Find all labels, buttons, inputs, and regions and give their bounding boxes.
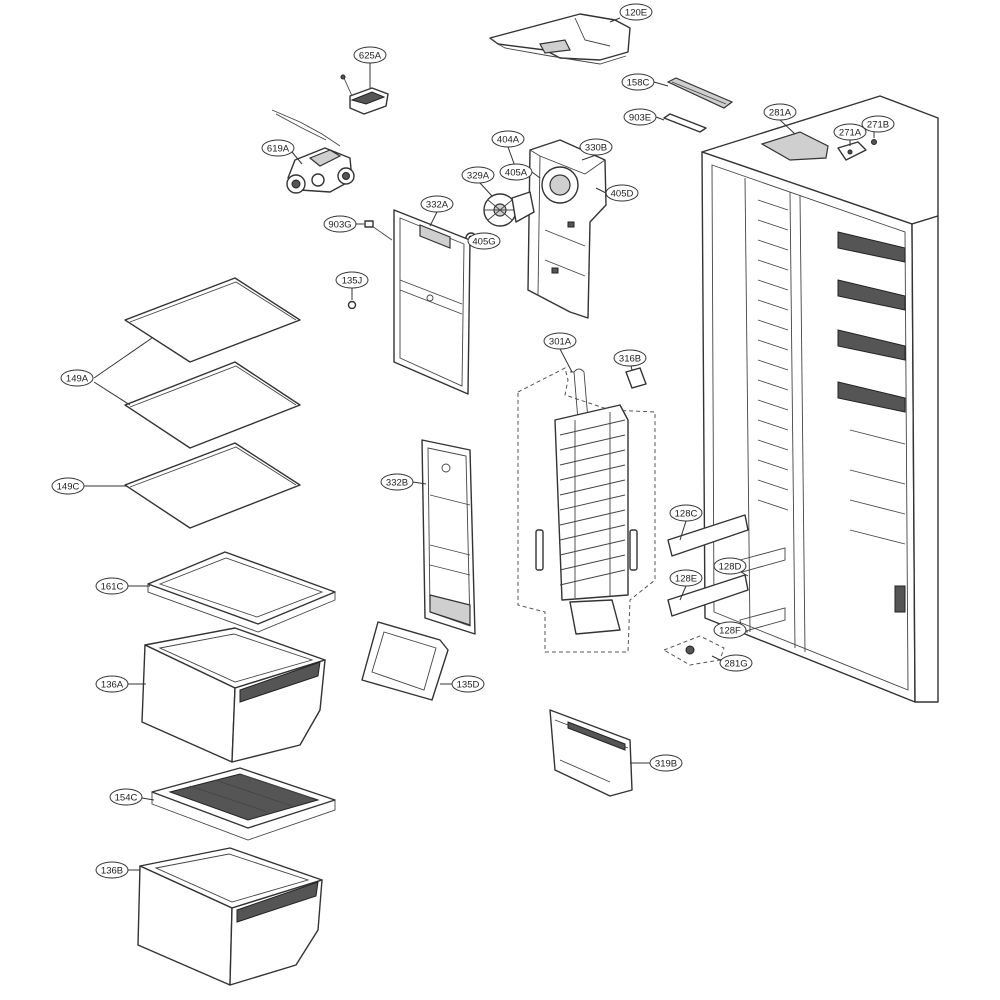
callout-625a: 625A <box>353 46 387 64</box>
callout-281g: 281G <box>719 654 753 672</box>
part-158c-strip <box>666 77 734 109</box>
callout-404a: 404A <box>491 130 525 148</box>
part-330b-housing <box>527 139 607 319</box>
svg-text:404A: 404A <box>497 135 520 146</box>
part-625a-sensor <box>340 74 389 115</box>
callout-120e: 120E <box>619 3 653 21</box>
callout-903g: 903G <box>323 215 357 233</box>
callout-135j: 135J <box>335 271 369 289</box>
svg-text:316B: 316B <box>619 354 641 365</box>
svg-text:903G: 903G <box>328 220 351 231</box>
callout-154c: 154C <box>109 788 143 806</box>
callout-128d: 128D <box>713 557 747 575</box>
svg-text:281G: 281G <box>724 659 747 670</box>
svg-text:135J: 135J <box>342 276 363 287</box>
svg-text:136A: 136A <box>101 680 124 691</box>
svg-text:149A: 149A <box>66 374 89 385</box>
svg-text:281A: 281A <box>769 108 792 119</box>
callout-128e: 128E <box>669 569 703 587</box>
svg-text:135D: 135D <box>457 680 480 691</box>
callout-316b: 316B <box>613 349 647 367</box>
callout-405a: 405A <box>499 163 533 181</box>
svg-text:903E: 903E <box>629 113 651 124</box>
svg-text:405G: 405G <box>472 237 495 248</box>
part-281g-lower-hinge <box>662 635 725 666</box>
part-316b-block <box>625 367 647 389</box>
callout-619a: 619A <box>261 139 295 157</box>
part-135j-screw <box>347 288 357 310</box>
svg-text:128D: 128D <box>719 562 742 573</box>
callout-281a: 281A <box>763 103 797 121</box>
svg-text:136B: 136B <box>101 866 123 877</box>
svg-text:405A: 405A <box>505 168 528 179</box>
part-149a-shelf-middle <box>124 361 301 449</box>
svg-text:128C: 128C <box>675 509 698 520</box>
part-903g-clip <box>364 220 393 241</box>
part-903e-pad <box>663 113 707 133</box>
callout-405g: 405G <box>467 232 501 250</box>
svg-text:161C: 161C <box>101 582 124 593</box>
callout-149a: 149A <box>60 369 94 387</box>
part-619a-water-valve <box>271 109 355 194</box>
callout-271b: 271B <box>861 115 895 133</box>
svg-text:330B: 330B <box>585 143 607 154</box>
part-271a-hinge-plate <box>837 141 867 161</box>
part-136b-crisper-drawer <box>137 847 323 986</box>
part-cabinet <box>701 95 939 703</box>
part-319b-duct <box>549 709 633 797</box>
callout-903e: 903E <box>623 108 657 126</box>
part-332b-rear-panel <box>421 439 476 635</box>
part-136a-crisper-drawer <box>141 627 326 763</box>
part-301a-evaporator <box>517 367 656 653</box>
svg-text:405D: 405D <box>611 189 634 200</box>
callout-136a: 136A <box>95 675 129 693</box>
callout-330b: 330B <box>579 138 613 156</box>
callout-329a: 329A <box>461 166 495 184</box>
callout-405d: 405D <box>605 184 639 202</box>
svg-text:332A: 332A <box>426 200 449 211</box>
svg-text:329A: 329A <box>467 171 490 182</box>
svg-text:120E: 120E <box>625 8 647 19</box>
part-154c-crisper-lid <box>151 767 336 841</box>
callout-135d: 135D <box>451 675 485 693</box>
callout-128c: 128C <box>669 504 703 522</box>
part-120e-top-cover <box>489 13 631 65</box>
callout-332b: 332B <box>380 473 414 491</box>
svg-text:271B: 271B <box>867 120 889 131</box>
part-329a-fan <box>483 191 535 227</box>
svg-text:619A: 619A <box>267 144 290 155</box>
part-149a-shelf-top <box>124 277 301 363</box>
svg-text:128E: 128E <box>675 574 697 585</box>
svg-text:154C: 154C <box>115 793 138 804</box>
part-332a-evap-cover <box>393 209 471 395</box>
callout-161c: 161C <box>95 577 129 595</box>
svg-text:271A: 271A <box>839 128 862 139</box>
callout-158c: 158C <box>621 73 655 91</box>
part-149c-shelf <box>124 442 301 529</box>
svg-text:625A: 625A <box>359 51 382 62</box>
svg-text:319B: 319B <box>655 759 677 770</box>
svg-text:301A: 301A <box>549 337 572 348</box>
svg-text:149C: 149C <box>57 482 80 493</box>
part-135d-tray <box>361 621 449 701</box>
callout-149c: 149C <box>51 477 85 495</box>
svg-text:128F: 128F <box>719 626 741 637</box>
part-128-rails <box>667 514 786 633</box>
callout-332a: 332A <box>420 195 454 213</box>
svg-text:158C: 158C <box>627 78 650 89</box>
part-161c-crisper-cover <box>147 551 336 633</box>
callout-136b: 136B <box>95 861 129 879</box>
part-281a-hinge <box>760 131 829 161</box>
svg-text:332B: 332B <box>386 478 408 489</box>
part-271b-screw <box>871 139 877 145</box>
callout-271a: 271A <box>833 123 867 141</box>
callout-128f: 128F <box>713 621 747 639</box>
callout-319b: 319B <box>649 754 683 772</box>
callout-301a: 301A <box>543 332 577 350</box>
